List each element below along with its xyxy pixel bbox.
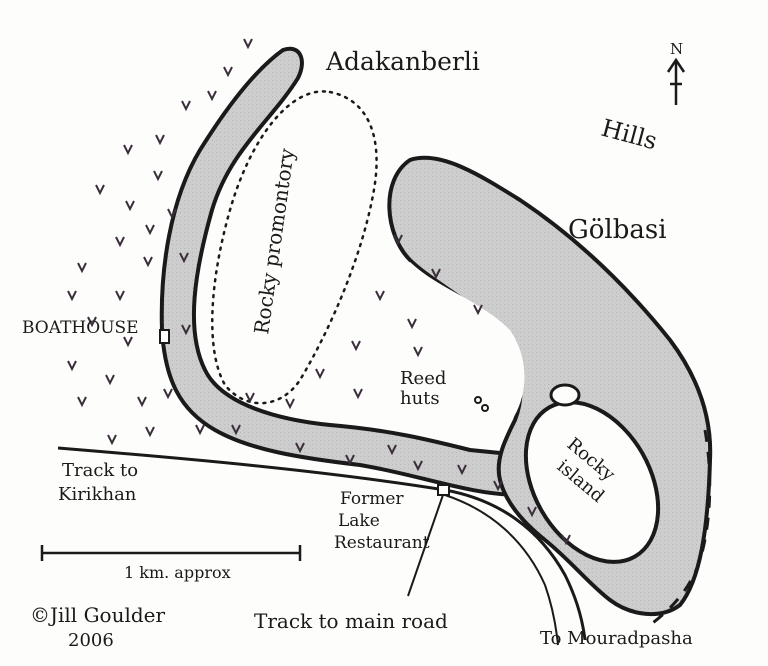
reed-mark-25 — [231, 424, 241, 436]
reed-mark-3 — [181, 100, 191, 112]
boathouse-marker — [159, 329, 170, 344]
reed-mark-0 — [243, 38, 253, 50]
reed-mark-13 — [115, 290, 125, 302]
reed-hut-icon — [474, 396, 489, 412]
reed-mark-5 — [123, 144, 133, 156]
reed-mark-24 — [107, 434, 117, 446]
reed-mark-31 — [473, 304, 483, 316]
reed-mark-12 — [143, 256, 153, 268]
reed-huts-label-line2: huts — [400, 388, 440, 409]
reed-mark-11 — [77, 262, 87, 274]
reed-mark-35 — [245, 392, 255, 404]
golbasi-label: Gölbasi — [568, 215, 667, 245]
reed-mark-43 — [493, 480, 503, 492]
reed-mark-17 — [105, 374, 115, 386]
reed-mark-2 — [207, 90, 217, 102]
reed-mark-45 — [561, 534, 571, 546]
former-restaurant-label-line2: Lake — [338, 511, 380, 531]
reed-mark-6 — [153, 170, 163, 182]
track-to-main-road-label: Track to main road — [254, 609, 448, 633]
reed-huts-label-line1: Reed — [400, 368, 446, 389]
rocky-promontory-outline — [211, 90, 378, 405]
reed-mark-27 — [167, 208, 177, 220]
copyright-label-line2: 2006 — [68, 630, 114, 651]
reed-mark-8 — [125, 200, 135, 212]
copyright-label-line1: ©Jill Goulder — [30, 603, 165, 627]
reed-mark-37 — [413, 346, 423, 358]
reed-mark-18 — [67, 360, 77, 372]
reed-mark-36 — [315, 368, 325, 380]
reed-mark-1 — [223, 66, 233, 78]
reed-mark-30 — [407, 318, 417, 330]
reed-mark-10 — [115, 236, 125, 248]
north-arrow-icon — [666, 57, 686, 105]
boathouse-label: BOATHOUSE — [22, 318, 139, 338]
reed-mark-29 — [431, 268, 441, 280]
track-to-main-road — [407, 491, 445, 597]
reed-mark-4 — [155, 134, 165, 146]
reed-mark-28 — [375, 290, 385, 302]
reed-mark-21 — [163, 388, 173, 400]
hills-label: Hills — [598, 114, 660, 156]
reed-mark-34 — [285, 398, 295, 410]
rocky-island — [523, 400, 661, 564]
to-mouradpasha-label: To Mouradpasha — [540, 628, 693, 649]
reed-mark-23 — [195, 424, 205, 436]
reed-mark-39 — [345, 454, 355, 466]
reed-mark-33 — [353, 388, 363, 400]
reed-mark-46 — [393, 234, 403, 246]
scale-bar — [40, 545, 302, 561]
rocky-promontory-label: Rocky promontory — [249, 146, 299, 336]
reed-symbols — [67, 38, 571, 546]
reed-mark-20 — [77, 396, 87, 408]
reed-mark-44 — [527, 506, 537, 518]
adakanberli-label: Adakanberli — [325, 47, 480, 76]
reed-mark-7 — [95, 184, 105, 196]
track-to-kirikhan-second — [444, 494, 559, 646]
scale-label: 1 km. approx — [124, 563, 231, 582]
reed-mark-14 — [67, 290, 77, 302]
former-restaurant-label-line1: Former — [340, 489, 404, 509]
reed-mark-38 — [295, 442, 305, 454]
reed-mark-40 — [387, 444, 397, 456]
reed-mark-32 — [351, 340, 361, 352]
reed-mark-41 — [413, 460, 423, 472]
former-restaurant-label-line3: Restaurant — [334, 533, 430, 553]
north-label: N — [670, 40, 683, 58]
former-restaurant-marker — [437, 484, 450, 496]
reed-mark-19 — [137, 396, 147, 408]
reed-mark-15 — [87, 316, 97, 328]
reed-mark-22 — [145, 426, 155, 438]
reed-mark-42 — [457, 464, 467, 476]
track-to-kirikhan-label-line1: Track to — [62, 460, 138, 481]
reed-mark-16 — [123, 336, 133, 348]
track-to-kirikhan-label-line2: Kirikhan — [58, 484, 137, 505]
reed-mark-9 — [145, 224, 155, 236]
reed-mark-47 — [181, 324, 191, 336]
small-islet — [549, 383, 581, 407]
reed-mark-26 — [179, 252, 189, 264]
track-to-kirikhan — [57, 446, 587, 641]
